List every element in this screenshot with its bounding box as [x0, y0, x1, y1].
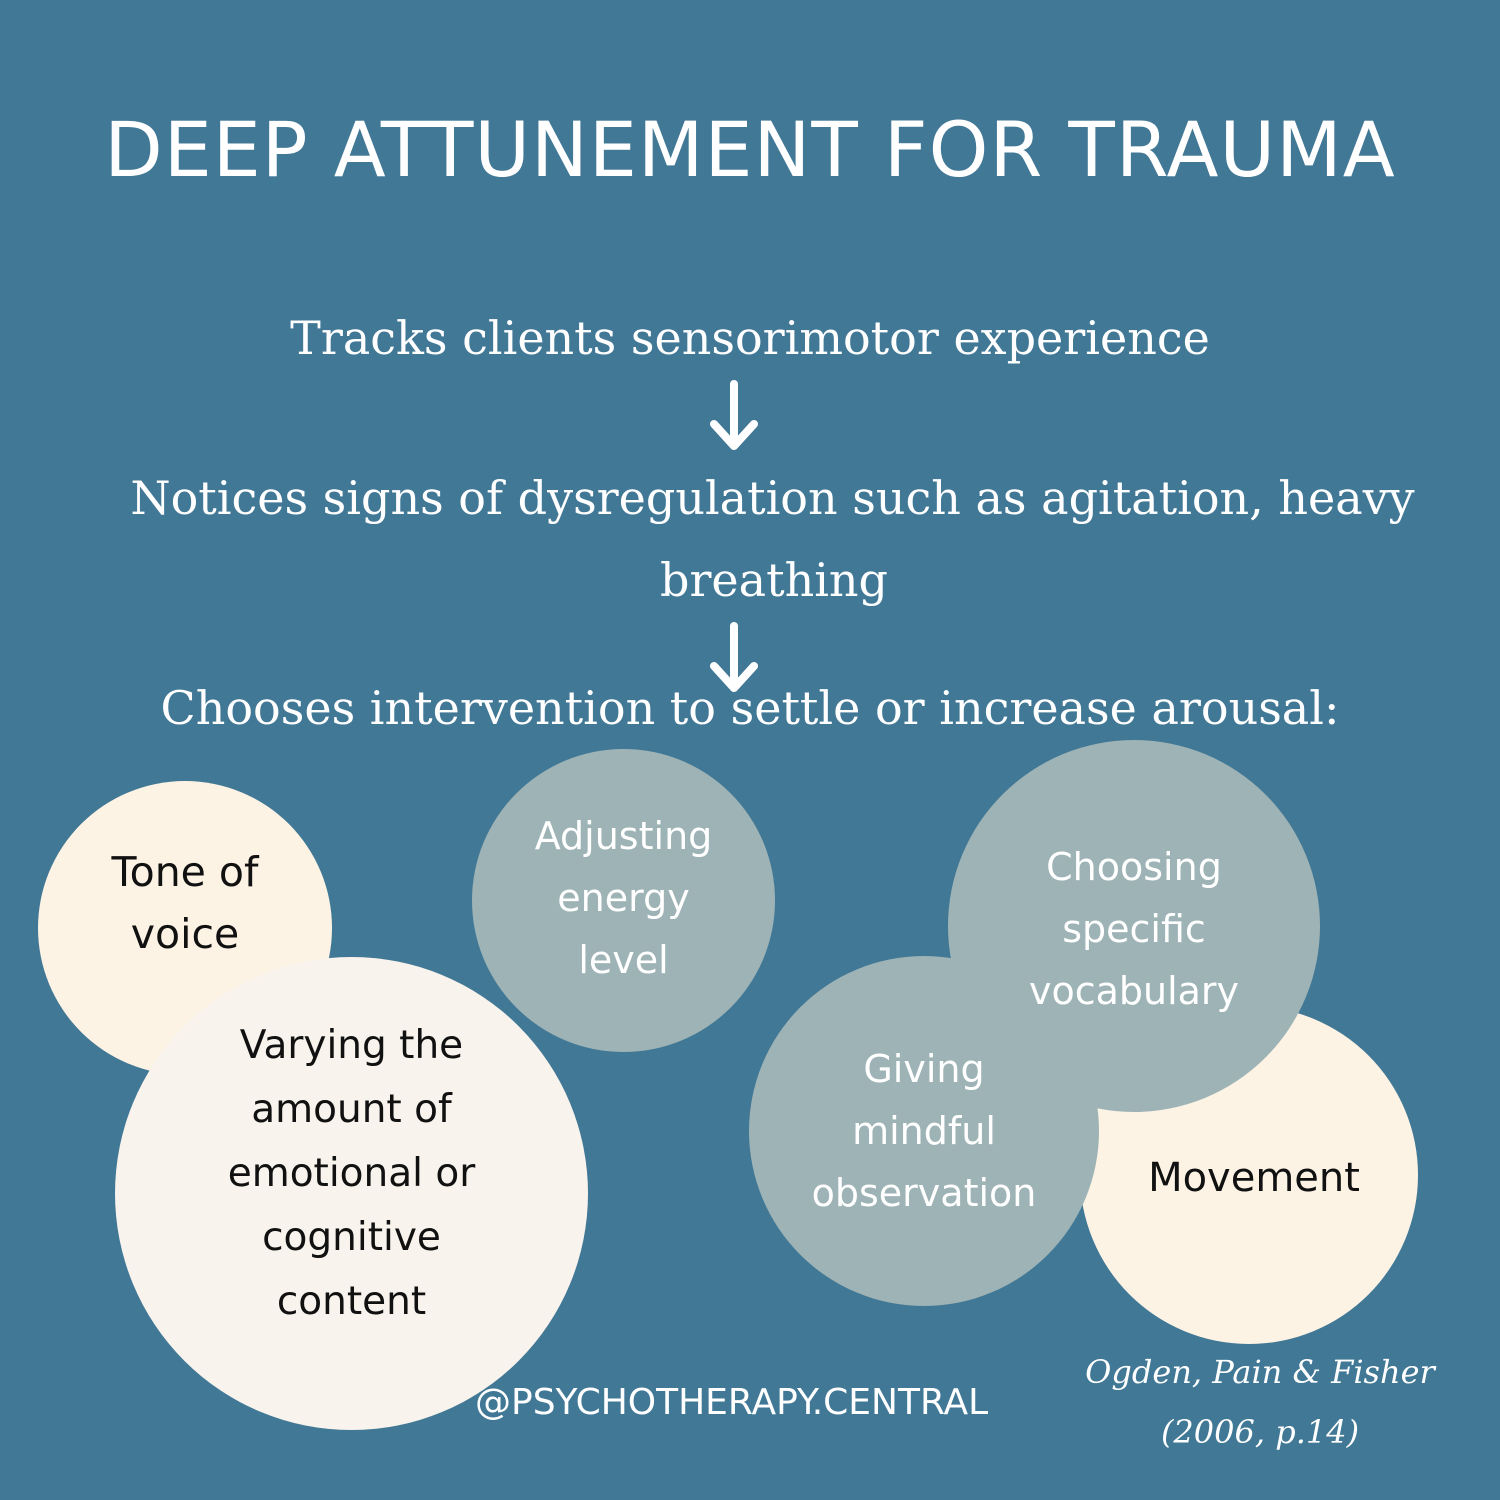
citation: Ogden, Pain & Fisher (2006, p.14) — [1060, 1342, 1460, 1462]
citation-authors: Ogden, Pain & Fisher — [1085, 1353, 1435, 1391]
bubble-varying-content: Varying the amount of emotional or cogni… — [115, 957, 588, 1430]
bubble-text: Giving — [863, 1047, 985, 1091]
bubble-text: Varying the — [239, 1022, 464, 1068]
bubble-text: Movement — [1148, 1155, 1360, 1201]
bubble-text: vocabulary — [1028, 969, 1240, 1013]
bubble-text: level — [578, 937, 669, 982]
step-choose-intervention: Chooses intervention to settle or increa… — [160, 681, 1340, 735]
bubble-text: emotional or — [227, 1150, 476, 1196]
bubble-text: content — [276, 1278, 427, 1324]
step-track-experience: Tracks clients sensorimotor experience — [290, 311, 1210, 365]
bubble-text: cognitive — [262, 1214, 441, 1260]
bubble-text: specific — [1062, 907, 1206, 951]
step-notice-line2: breathing — [660, 553, 888, 607]
bubble-text: Choosing — [1046, 845, 1222, 889]
step-notice-line1: Notices signs of dysregulation such as a… — [130, 471, 1415, 525]
citation-year: (2006, p.14) — [1160, 1413, 1360, 1451]
arrow-down-icon — [710, 622, 758, 692]
bubble-text: voice — [130, 910, 240, 958]
page-title: DEEP ATTUNEMENT FOR TRAUMA — [104, 105, 1396, 194]
bubble-text: mindful — [852, 1109, 996, 1153]
social-handle: @PSYCHOTHERAPY.CENTRAL — [475, 1382, 989, 1423]
arrow-down-icon — [710, 380, 758, 450]
bubble-text: Adjusting — [534, 813, 713, 858]
bubble-choosing-vocabulary: Choosing specific vocabulary — [948, 740, 1320, 1112]
bubble-adjusting-energy: Adjusting energy level — [472, 749, 775, 1052]
bubble-text: observation — [811, 1171, 1037, 1215]
bubble-text: amount of — [251, 1086, 452, 1132]
bubble-text: Tone of — [111, 848, 259, 896]
bubble-text: energy — [557, 875, 690, 920]
